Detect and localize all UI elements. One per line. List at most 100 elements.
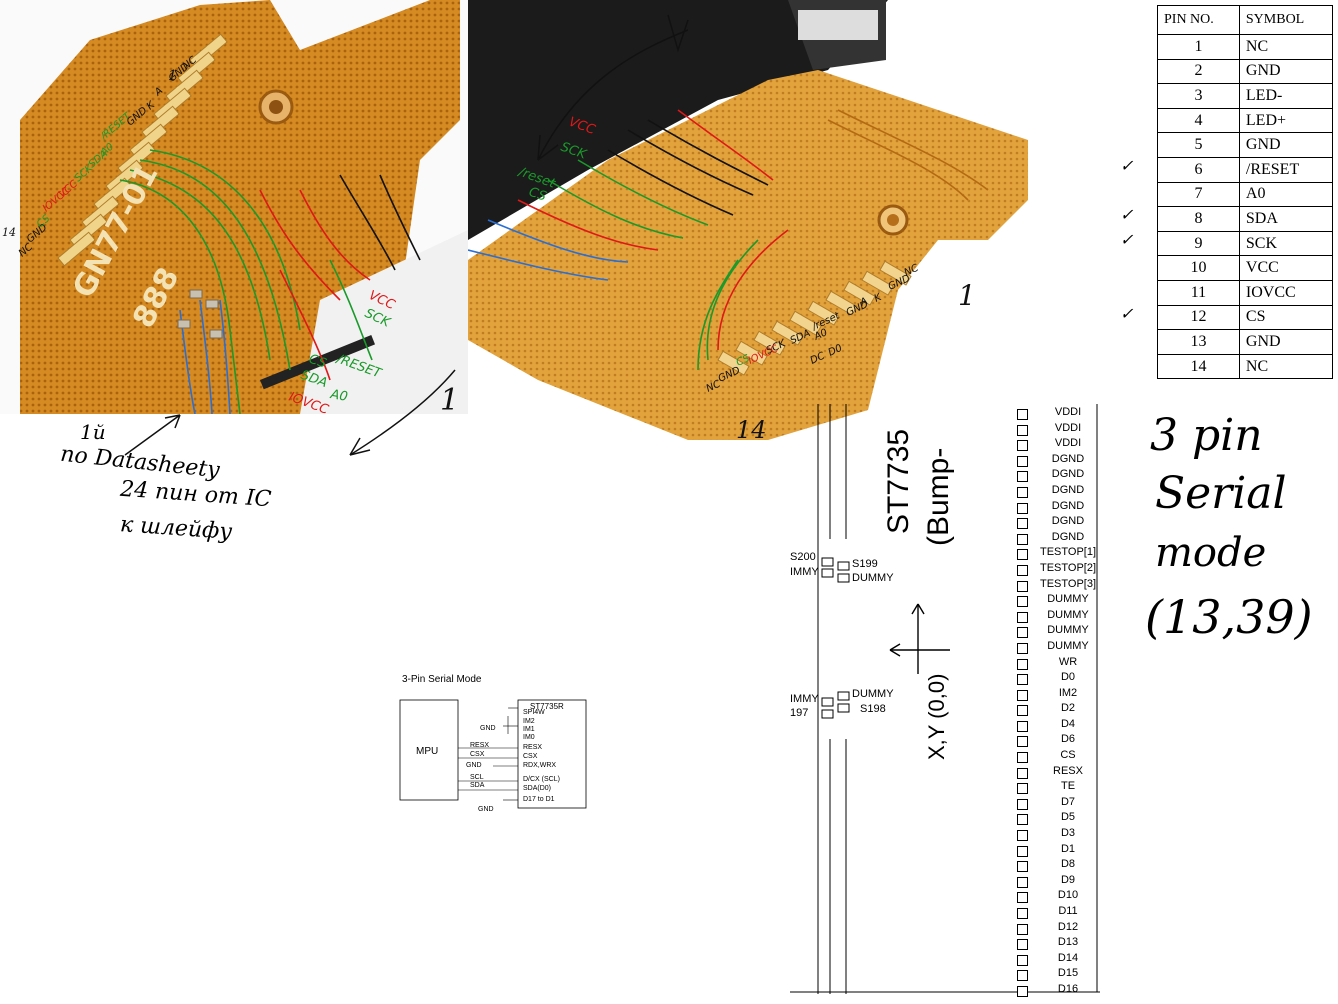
serial-diagram-title: 3-Pin Serial Mode — [402, 674, 482, 685]
die-pad — [1017, 424, 1028, 436]
die-pad-label: DUMMY — [1047, 639, 1089, 652]
die-pad-row: TESTOP[2] — [1015, 562, 1115, 578]
die-diagram: S200 IMMY S199 DUMMY IMMY 197 DUMMY S198… — [790, 404, 1130, 1004]
serial-mode-diagram: 3-Pin Serial Mode MPU ST7735R SPI4W IM2 … — [398, 674, 598, 824]
die-pad-label: DGND — [1051, 530, 1085, 543]
pin-number-cell: 11 — [1157, 279, 1240, 306]
die-pad — [1017, 596, 1028, 608]
left-label-immy-1: IMMY — [790, 566, 819, 578]
checkmark-icon: ✓ — [1120, 156, 1134, 175]
pin-symbol-cell: VCC — [1238, 255, 1334, 281]
pin-number-cell: 14 — [1157, 353, 1240, 380]
checkmark-icon: ✓ — [1120, 229, 1134, 249]
die-pad-label: D15 — [1057, 967, 1079, 980]
die-pad — [1017, 939, 1028, 951]
chip-pin-dcx: D/CX (SCL) — [523, 776, 560, 783]
die-pad — [1017, 486, 1028, 498]
die-pad-label: D7 — [1060, 795, 1076, 808]
left-label-immy-2: IMMY — [790, 693, 819, 705]
die-pad — [1017, 736, 1028, 748]
chip-pin-im0: IM0 — [523, 734, 535, 741]
die-pad-label: D8 — [1060, 858, 1076, 871]
die-pad — [1017, 658, 1028, 670]
right-pin-number-14: 14 — [736, 416, 767, 440]
left-label-s199: S199 — [852, 558, 878, 570]
die-pad-label: D5 — [1060, 811, 1076, 824]
die-pad — [1017, 455, 1028, 467]
chip-pin-rdx: RDX,WRX — [523, 762, 557, 769]
die-pad — [1017, 580, 1028, 592]
pin-table-header-symbol: SYMBOL — [1238, 5, 1334, 35]
pin-number-cell: 4 — [1157, 107, 1240, 134]
note-arrow-label: 1й — [80, 420, 106, 444]
pin-symbol-cell: NC — [1238, 34, 1334, 60]
die-pad — [1017, 627, 1028, 639]
pin-number-cell: 10 — [1157, 255, 1240, 281]
wire-label-gnd-1: GND — [480, 725, 496, 732]
die-pad-label: DGND — [1051, 515, 1085, 528]
die-pad-row: DUMMY — [1015, 624, 1115, 640]
pin-table-header-num: PIN NO. — [1157, 5, 1240, 35]
mode-line-2: Serial — [1155, 468, 1287, 519]
left-arrow-number: 1 — [440, 383, 459, 418]
die-pad — [1017, 861, 1028, 873]
die-pad-label: TESTOP[1] — [1039, 546, 1097, 559]
die-pad — [1017, 985, 1028, 997]
die-pad — [1017, 954, 1028, 966]
left-label-dummy-2: DUMMY — [852, 688, 894, 700]
die-pad-label: WR — [1058, 655, 1078, 668]
left-flex-photo: GN77-01 888 NC GND CS IOVCC VCC SCK SDA … — [0, 0, 468, 414]
die-pad-row: CS — [1015, 749, 1115, 765]
die-pad-label: RESX — [1053, 764, 1083, 777]
die-pad-row: D2 — [1015, 702, 1115, 718]
die-pad-label: DGND — [1051, 483, 1085, 496]
die-pad-row: D13 — [1015, 936, 1115, 952]
die-pad — [1017, 611, 1028, 623]
wire-label-sda: SDA — [470, 782, 485, 789]
pin-number-cell: 12 — [1157, 304, 1240, 331]
die-pad — [1017, 440, 1028, 452]
die-pad-row: D7 — [1015, 796, 1115, 812]
right-flex-photo-drawing: VCC SCK /reset CS NC GND K A GND /reset … — [468, 0, 1028, 440]
die-pad-label: VDDI — [1054, 437, 1082, 450]
handwritten-note: 1й по Datasheety 24 пин от IC к шлейфу — [59, 414, 380, 580]
mpu-label: MPU — [416, 746, 439, 757]
chip-pin-im1: IM1 — [523, 726, 535, 733]
left-label-s200: S200 — [790, 551, 816, 563]
die-origin-label: X,Y (0,0) — [924, 673, 949, 760]
wire-label-gnd-2: GND — [466, 762, 482, 769]
die-pad-row: DUMMY — [1015, 593, 1115, 609]
die-pad-row: DUMMY — [1015, 609, 1115, 625]
die-pad-label: TESTOP[2] — [1039, 561, 1097, 574]
note-line-3: к шлейфу — [119, 512, 233, 545]
right-pin-label-4: A — [858, 296, 870, 309]
pin-number-cell: 9 — [1157, 230, 1240, 257]
die-pad-row: VDDI — [1015, 422, 1115, 438]
die-pad-row: RESX — [1015, 765, 1115, 781]
die-pad-label: D3 — [1060, 827, 1076, 840]
mode-line-4: (13,39) — [1145, 590, 1313, 644]
die-pad-label: DUMMY — [1047, 593, 1089, 606]
pin-number-cell: 3 — [1157, 83, 1240, 109]
die-pad — [1017, 876, 1028, 888]
left-pin-number-1: 1 — [168, 68, 177, 84]
pin-symbol-cell: GND — [1238, 58, 1334, 85]
pin-number-cell: 7 — [1157, 181, 1240, 208]
die-pad-row: VDDI — [1015, 406, 1115, 422]
die-pad-label: DGND — [1051, 452, 1085, 465]
chip-pin-csx: CSX — [523, 753, 538, 760]
die-pad-row: D0 — [1015, 671, 1115, 687]
die-pad-label: IM2 — [1058, 686, 1078, 699]
die-pad-label: DGND — [1051, 499, 1085, 512]
die-outline — [790, 404, 1100, 994]
die-pad-label: D10 — [1057, 889, 1079, 902]
die-pad-label: D9 — [1060, 873, 1076, 886]
left-label-197: 197 — [790, 707, 809, 719]
